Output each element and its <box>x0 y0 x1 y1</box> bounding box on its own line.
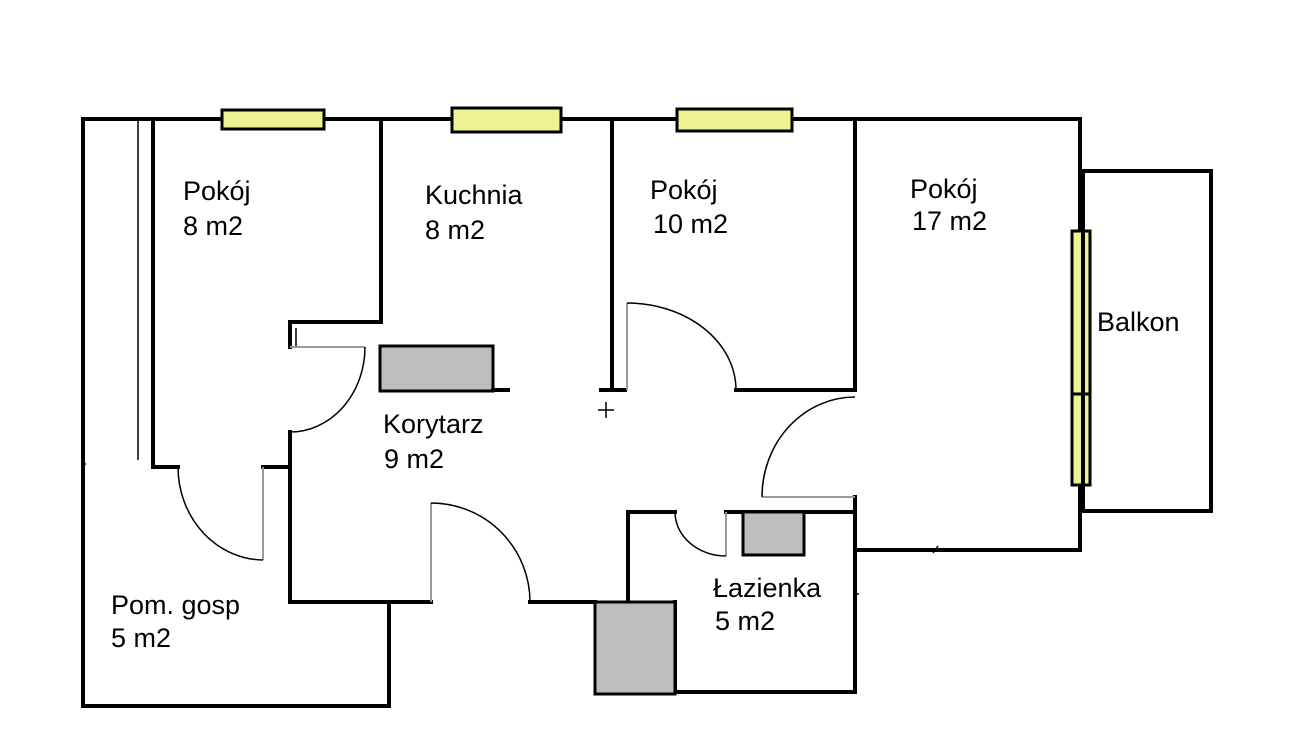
room-label-pokoj-10: Pokój 10 m2 <box>650 175 728 239</box>
room-label-korytarz: Korytarz 9 m2 <box>383 409 484 474</box>
kitchen-counter <box>378 344 495 393</box>
room-name: Pokój <box>910 174 978 204</box>
window-pokoj-8 <box>220 108 326 131</box>
room-name: Korytarz <box>383 409 484 439</box>
room-name: Pokój <box>183 176 251 206</box>
balcony-outline <box>1081 169 1213 513</box>
window-kuchnia <box>450 106 563 134</box>
room-name: Balkon <box>1097 307 1180 337</box>
room-label-kuchnia: Kuchnia 8 m2 <box>425 180 524 245</box>
room-label-lazienka: Łazienka 5 m2 <box>713 573 822 636</box>
room-area: 5 m2 <box>715 606 775 636</box>
bathroom-bathtub <box>593 600 677 696</box>
room-area: 10 m2 <box>653 209 728 239</box>
windows <box>220 106 1092 487</box>
door-pokoj-10 <box>626 302 737 391</box>
room-label-balkon: Balkon <box>1097 307 1180 337</box>
room-label-pom-gosp: Pom. gosp 5 m2 <box>111 590 240 653</box>
room-area: 5 m2 <box>111 623 171 653</box>
room-area: 8 m2 <box>425 215 485 245</box>
room-area: 17 m2 <box>912 206 987 236</box>
door-pokoj-17 <box>761 396 856 498</box>
bathroom-sink <box>741 510 806 557</box>
door-pokoj-8 <box>289 346 366 433</box>
room-name: Pokój <box>650 175 718 205</box>
room-label-pokoj-17: Pokój 17 m2 <box>910 174 987 236</box>
window-pokoj-10 <box>675 107 794 133</box>
door-entrance <box>430 502 531 603</box>
room-area: 8 m2 <box>183 211 243 241</box>
room-name: Pom. gosp <box>111 590 240 620</box>
room-name: Kuchnia <box>425 180 524 210</box>
doors <box>177 302 856 603</box>
door-lazienka <box>674 511 727 557</box>
thin-details <box>83 119 939 595</box>
door-pom-gosp <box>177 466 264 561</box>
room-area: 9 m2 <box>384 444 444 474</box>
room-label-pokoj-8: Pokój 8 m2 <box>183 176 251 241</box>
fixtures <box>378 344 806 696</box>
room-name: Łazienka <box>713 573 822 603</box>
